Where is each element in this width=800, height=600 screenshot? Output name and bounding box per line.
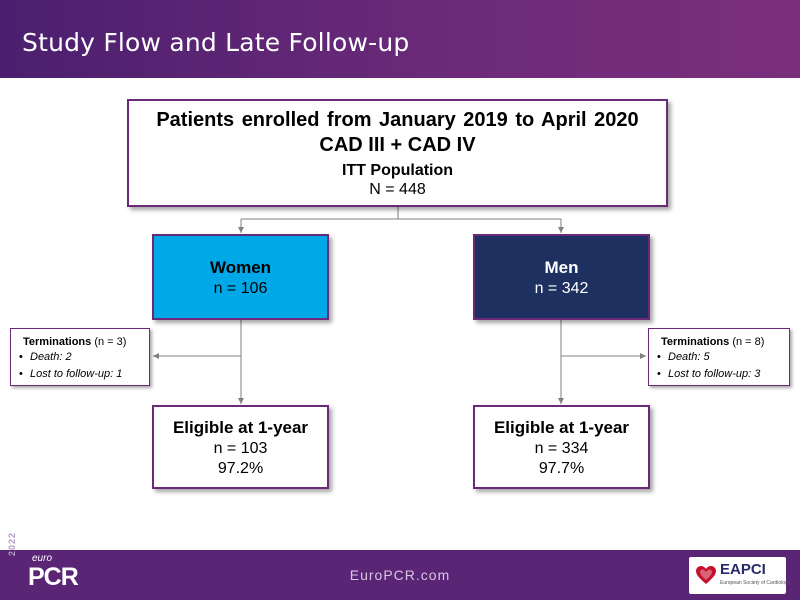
header-banner: Study Flow and Late Follow-up [0,0,800,78]
footer-bar [0,550,800,600]
women-eligible-title: Eligible at 1-year [172,418,309,437]
women-terminations-box: Terminations (n = 3) •Death: 2 •Lost to … [10,328,150,386]
women-terminations-title: Terminations [23,336,92,348]
men-terminations-count: (n = 8) [732,336,765,348]
women-termination-item: •Death: 2 [19,351,72,363]
men-terminations-title: Terminations [661,336,730,348]
slide-title: Study Flow and Late Follow-up [22,28,410,57]
eapci-logo-text: EAPCI [720,561,766,578]
women-termination-lost: Lost to follow-up: 1 [30,368,123,380]
men-terminations-box: Terminations (n = 8) •Death: 5 •Lost to … [648,328,790,386]
enrolled-total: N = 448 [369,181,426,198]
eapci-logo: EAPCI European Society of Cardiology [689,557,790,594]
men-title: Men [544,258,579,277]
men-termination-lost: Lost to follow-up: 3 [668,368,761,380]
men-terminations-heading: Terminations (n = 8) [661,336,764,348]
men-eligible-box: Eligible at 1-year n = 334 97.7% [473,405,650,489]
women-termination-death: Death: 2 [30,351,72,363]
men-termination-item: •Lost to follow-up: 3 [657,368,761,380]
footer-year: 2022 [7,531,17,556]
women-termination-item: •Lost to follow-up: 1 [19,368,123,380]
men-termination-death: Death: 5 [668,351,710,363]
enrolled-line2: CAD III + CAD IV [319,134,476,156]
women-box: Women n = 106 [152,234,329,320]
enrolled-line1: Patients enrolled from January 2019 to A… [156,109,639,131]
eapci-logo-subtext: European Society of Cardiology [720,580,791,586]
women-terminations-count: (n = 3) [94,336,127,348]
women-count: n = 106 [213,280,268,297]
men-box: Men n = 342 [473,234,650,320]
enrolled-box: Patients enrolled from January 2019 to A… [127,99,668,207]
footer-url-link[interactable]: EuroPCR.com [349,567,451,583]
women-terminations-heading: Terminations (n = 3) [23,336,126,348]
europcr-logo: PCR [28,563,79,591]
women-eligible-count: n = 103 [213,440,268,457]
enrolled-line3: ITT Population [341,162,454,179]
men-count: n = 342 [534,280,589,297]
europcr-logo-prefix: euro [32,553,53,564]
women-title: Women [209,258,272,277]
men-eligible-count: n = 334 [534,440,589,457]
men-eligible-percent: 97.7% [538,460,585,477]
men-termination-item: •Death: 5 [657,351,710,363]
women-eligible-box: Eligible at 1-year n = 103 97.2% [152,405,329,489]
heart-icon [696,566,716,584]
women-eligible-percent: 97.2% [217,460,264,477]
men-eligible-title: Eligible at 1-year [493,418,630,437]
